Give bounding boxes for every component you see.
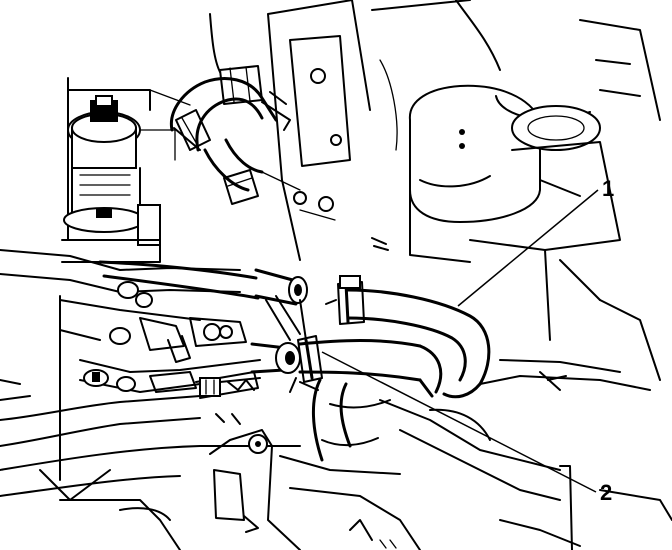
heater-hose-assembly: [289, 275, 491, 462]
engine-bracket-plate: [261, 0, 389, 261]
callout-2: 2: [321, 351, 612, 505]
callout-1-leader: [457, 189, 599, 307]
upper-hose: [169, 13, 291, 205]
lower-frame: [0, 259, 672, 550]
egr-valve-assembly: [61, 77, 191, 263]
callout-2-label: 2: [600, 480, 612, 505]
upper-right-housing: [371, 0, 661, 341]
callout-2-leader: [321, 351, 597, 493]
callout-1: 1: [457, 176, 614, 307]
heater-hose-fittings: [250, 268, 308, 374]
left-manifold-and-lines: [0, 249, 261, 501]
callout-1-label: 1: [602, 176, 614, 201]
